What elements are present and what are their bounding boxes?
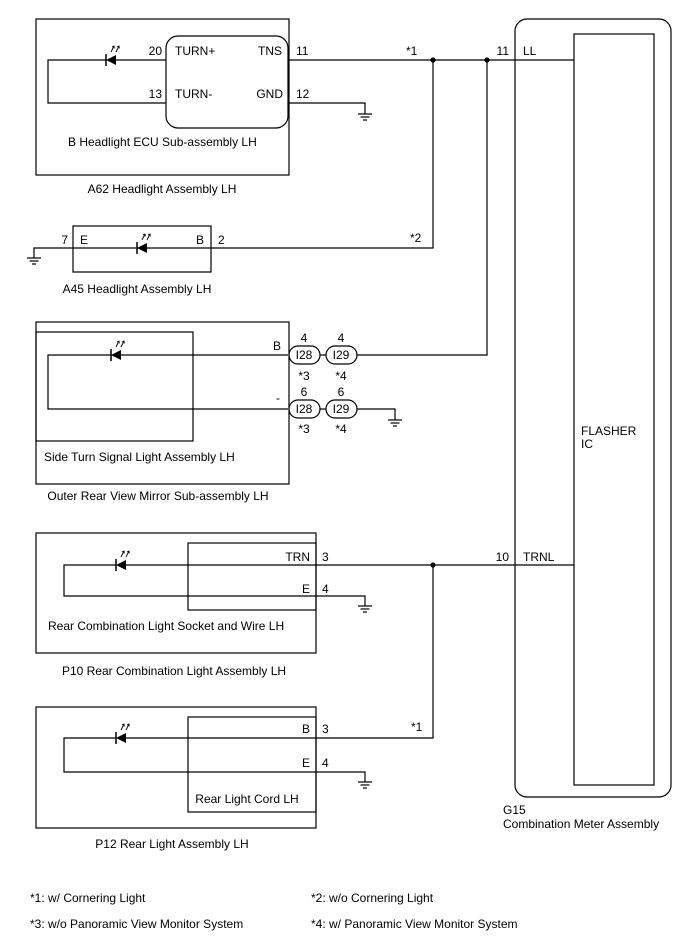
a45-box [72,225,212,273]
pin-turn-minus-num: 13 [149,87,163,101]
p12-led-icon [115,723,131,745]
meter-outer-box [514,18,672,798]
pin-turn-plus: TURN+ [175,44,215,58]
meter-pin-trnl-num: 10 [496,550,510,564]
a62-led-icon [105,45,121,67]
footnote-2: *2: w/o Cornering Light [311,891,434,905]
side-turn-signal-box [35,331,194,442]
a45-pin-right-num: 2 [218,233,225,247]
mirror-pin-b: B [273,339,281,353]
note-3-upper: *3 [298,369,310,383]
p12-cord-box [187,716,317,813]
i28-label: I28 [296,348,313,362]
meter-label: Combination Meter Assembly [503,817,659,831]
a45-led-icon [136,233,152,255]
p12-pin-e: E [302,756,310,770]
headlight-ecu-label: B Headlight ECU Sub-assembly LH [68,135,257,149]
footnote-3: *3: w/o Panoramic View Monitor System [30,917,243,931]
p10-pin-trn-num: 3 [322,550,329,564]
pin-gnd-num: 12 [296,87,310,101]
footnote-1: *1: w/ Cornering Light [30,891,146,905]
flasher-ic-label-line2: IC [581,437,593,451]
mirror-ground-icon [387,419,403,427]
pin-gnd: GND [256,87,283,101]
p10-ground-icon [357,605,373,613]
p10-pin-e: E [302,582,310,596]
i29-pin4-num: 4 [338,331,345,345]
mirror-assembly-label: Outer Rear View Mirror Sub-assembly LH [47,489,268,503]
a45-pin-left-num: 7 [61,233,68,247]
p12-rear-light-assembly: B 3 E 4 *1 Rear Light Cord LH P12 Rear L… [35,565,434,851]
mirror-led-icon [110,340,126,362]
a45-pin-left: E [80,233,88,247]
p12-cord-label: Rear Light Cord LH [195,792,298,806]
i28-label: I28 [296,402,313,416]
i28-pin6-num: 6 [301,385,308,399]
wire-note-1-top: *1 [406,44,418,58]
meter-pin-ll: LL [523,44,537,58]
p12-outer-box [35,706,317,829]
a45-pin-right: B [196,233,204,247]
g15-combination-meter: 11 LL 10 TRNL FLASHER IC G15 Combination… [496,18,672,831]
headlight-ecu-box [165,35,289,129]
a45-headlight-assembly: 7 E B 2 *2 A45 Headlight Assembly LH [26,60,434,296]
p10-socket-box [187,542,317,611]
wire-note-2: *2 [410,231,422,245]
flasher-ic-label-line1: FLASHER [581,424,637,438]
a45-ground-icon [26,257,42,265]
p12-ground-icon [357,781,373,789]
side-turn-signal-label: Side Turn Signal Light Assembly LH [44,450,235,464]
a62-outer-box [35,18,290,176]
p10-rear-combination-assembly: TRN 3 E 4 Rear Combination Light Socket … [35,532,574,678]
p10-pin-e-num: 4 [322,582,329,596]
flasher-ic-box [573,33,655,786]
i29-label: I29 [333,402,350,416]
note-4-lower: *4 [335,422,347,436]
p12-assembly-label: P12 Rear Light Assembly LH [95,837,248,851]
note-4-upper: *4 [335,369,347,383]
p10-assembly-label: P10 Rear Combination Light Assembly LH [62,664,286,678]
p10-socket-label: Rear Combination Light Socket and Wire L… [48,619,284,633]
outer-mirror-assembly: B - I28 I29 4 4 *3 *4 I28 I29 6 6 *3 *4 … [35,60,488,503]
footnote-4: *4: w/ Panoramic View Monitor System [311,917,518,931]
a62-ground-icon [357,113,373,121]
pin-tns-num: 11 [296,44,309,58]
i28-pin4-num: 4 [301,331,308,345]
wire-note-1-bottom: *1 [411,720,423,734]
i29-pin6-num: 6 [338,385,345,399]
a62-assembly-label: A62 Headlight Assembly LH [88,182,237,196]
i29-label: I29 [333,348,350,362]
meter-code: G15 [503,803,526,817]
note-3-lower: *3 [298,422,310,436]
meter-pin-ll-num: 11 [497,44,510,58]
p10-pin-trn: TRN [285,550,310,564]
p12-pin-b-num: 3 [322,722,329,736]
p10-led-icon [115,550,131,572]
pin-turn-plus-num: 20 [149,44,163,58]
a62-headlight-assembly: 20 TURN+ 13 TURN- TNS 11 GND 12 B Headli… [35,18,373,196]
pin-tns: TNS [258,44,282,58]
footnotes: *1: w/ Cornering Light *2: w/o Cornering… [30,891,518,931]
mirror-pin-minus: - [276,391,280,405]
p12-pin-e-num: 4 [322,756,329,770]
pin-turn-minus: TURN- [175,87,212,101]
p10-outer-box [35,532,317,654]
p12-pin-b: B [302,722,310,736]
meter-pin-trnl: TRNL [523,550,555,564]
a45-assembly-label: A45 Headlight Assembly LH [63,282,212,296]
